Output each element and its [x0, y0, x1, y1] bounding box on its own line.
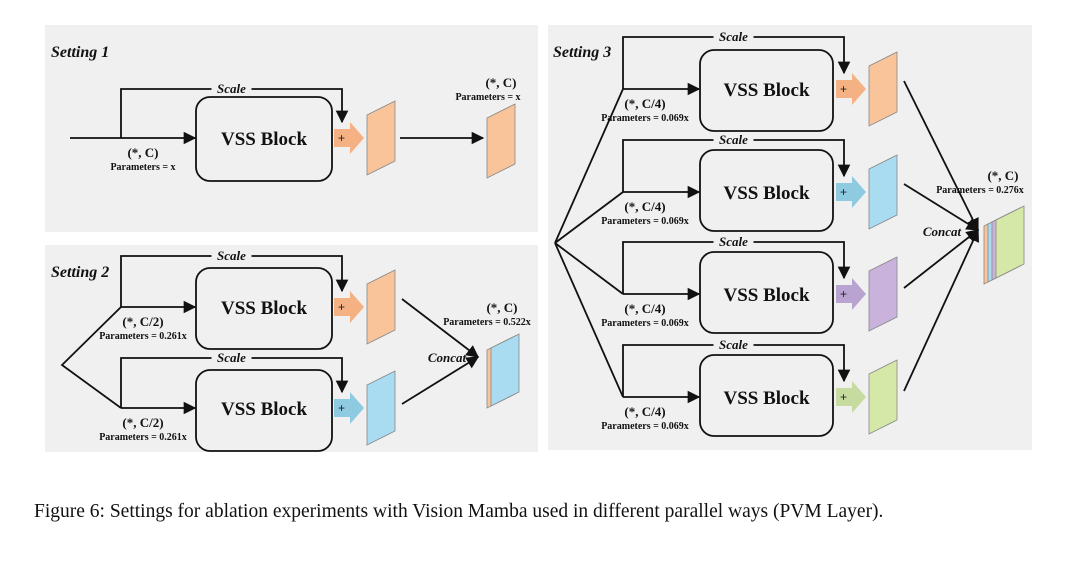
- scale-label-bg: [713, 132, 754, 146]
- feature-map-orange: [366, 100, 396, 176]
- vss-block: [699, 49, 834, 132]
- output-feature-map-layer: [995, 205, 1025, 279]
- plus-sign: +: [338, 401, 345, 415]
- feature-map-blue: [868, 154, 898, 230]
- output-dims-label: (*, C): [485, 75, 516, 90]
- output-feature-map-layer: [490, 333, 520, 407]
- scale-label: Scale: [217, 350, 246, 365]
- vss-block: [195, 267, 333, 350]
- figure-caption: Figure 6: Settings for ablation experime…: [34, 501, 884, 522]
- add-arrow-green: [836, 381, 866, 413]
- branch-params-label: Parameters = 0.069x: [601, 421, 689, 432]
- feature-map-orange: [868, 51, 898, 127]
- concat-arrow: [903, 228, 979, 392]
- feature-map-orange: [366, 269, 396, 345]
- branch-params-label: Parameters = 0.069x: [601, 216, 689, 227]
- scale-label-bg: [211, 350, 252, 364]
- add-arrow-purple: [836, 278, 866, 310]
- concat-arrow: [903, 229, 979, 289]
- branch-dims-label: (*, C): [127, 145, 158, 160]
- branch-params-label: Parameters = 0.069x: [601, 113, 689, 124]
- output-dims-label: (*, C): [987, 168, 1018, 183]
- add-arrow-blue: [334, 392, 364, 424]
- setting-title: Setting 1: [51, 44, 109, 61]
- output-feature-map: [486, 103, 516, 179]
- add-arrow-orange: [334, 291, 364, 323]
- branch-params-label: Parameters = 0.069x: [601, 318, 689, 329]
- scale-label: Scale: [719, 29, 748, 44]
- scale-label-bg: [713, 234, 754, 248]
- setting-3-panel: [548, 25, 1032, 450]
- vss-block-label: VSS Block: [723, 285, 809, 306]
- vss-block-label: VSS Block: [723, 388, 809, 409]
- split-line: [554, 191, 624, 244]
- feature-map-purple: [868, 256, 898, 332]
- setting-title: Setting 2: [51, 264, 109, 281]
- vss-block-label: VSS Block: [221, 129, 307, 150]
- split-line: [554, 88, 624, 244]
- branch-dims-label: (*, C/2): [122, 415, 163, 430]
- vss-block-label: VSS Block: [221, 399, 307, 420]
- branch-params-label: Parameters = x: [110, 162, 175, 173]
- scale-label-bg: [713, 29, 754, 43]
- feature-map-green: [868, 359, 898, 435]
- split-line: [554, 242, 624, 295]
- concat-arrow: [903, 183, 980, 231]
- concat-label: Concat: [923, 224, 962, 239]
- concat-arrow: [903, 80, 979, 232]
- scale-label: Scale: [719, 234, 748, 249]
- scale-label-bg: [713, 337, 754, 351]
- scale-label: Scale: [217, 81, 246, 96]
- vss-block-label: VSS Block: [723, 183, 809, 204]
- plus-sign: +: [840, 185, 847, 199]
- plus-sign: +: [840, 82, 847, 96]
- plus-sign: +: [338, 131, 345, 145]
- branch-dims-label: (*, C/4): [624, 404, 665, 419]
- setting-title: Setting 3: [553, 44, 611, 61]
- vss-block: [195, 369, 333, 452]
- scale-label: Scale: [719, 132, 748, 147]
- concat-arrow: [401, 298, 480, 358]
- plus-sign: +: [840, 287, 847, 301]
- add-arrow-orange: [836, 73, 866, 105]
- add-arrow-orange: [334, 122, 364, 154]
- branch-params-label: Parameters = 0.261x: [99, 331, 187, 342]
- vss-block: [195, 96, 333, 182]
- feature-map-blue: [366, 370, 396, 446]
- output-dims-label: (*, C): [486, 300, 517, 315]
- vss-block-label: VSS Block: [723, 80, 809, 101]
- branch-dims-label: (*, C/2): [122, 314, 163, 329]
- branch-dims-label: (*, C/4): [624, 96, 665, 111]
- split-lines: [60, 306, 122, 409]
- plus-sign: +: [840, 390, 847, 404]
- output-params-label: Parameters = 0.276x: [936, 185, 1024, 196]
- plus-sign: +: [338, 300, 345, 314]
- concat-arrow: [401, 356, 480, 405]
- branch-params-label: Parameters = 0.261x: [99, 432, 187, 443]
- add-arrow-blue: [836, 176, 866, 208]
- scale-label: Scale: [217, 248, 246, 263]
- scale-label-bg: [211, 81, 252, 95]
- split-line: [554, 242, 624, 398]
- output-params-label: Parameters = 0.522x: [443, 317, 531, 328]
- scale-label: Scale: [719, 337, 748, 352]
- vss-block: [699, 149, 834, 232]
- scale-label-bg: [211, 248, 252, 262]
- setting-1-panel: [45, 25, 538, 232]
- vss-block-label: VSS Block: [221, 298, 307, 319]
- output-params-label: Parameters = x: [455, 92, 520, 103]
- vss-block: [699, 251, 834, 334]
- branch-dims-label: (*, C/4): [624, 301, 665, 316]
- branch-dims-label: (*, C/4): [624, 199, 665, 214]
- vss-block: [699, 354, 834, 437]
- concat-label: Concat: [428, 350, 467, 365]
